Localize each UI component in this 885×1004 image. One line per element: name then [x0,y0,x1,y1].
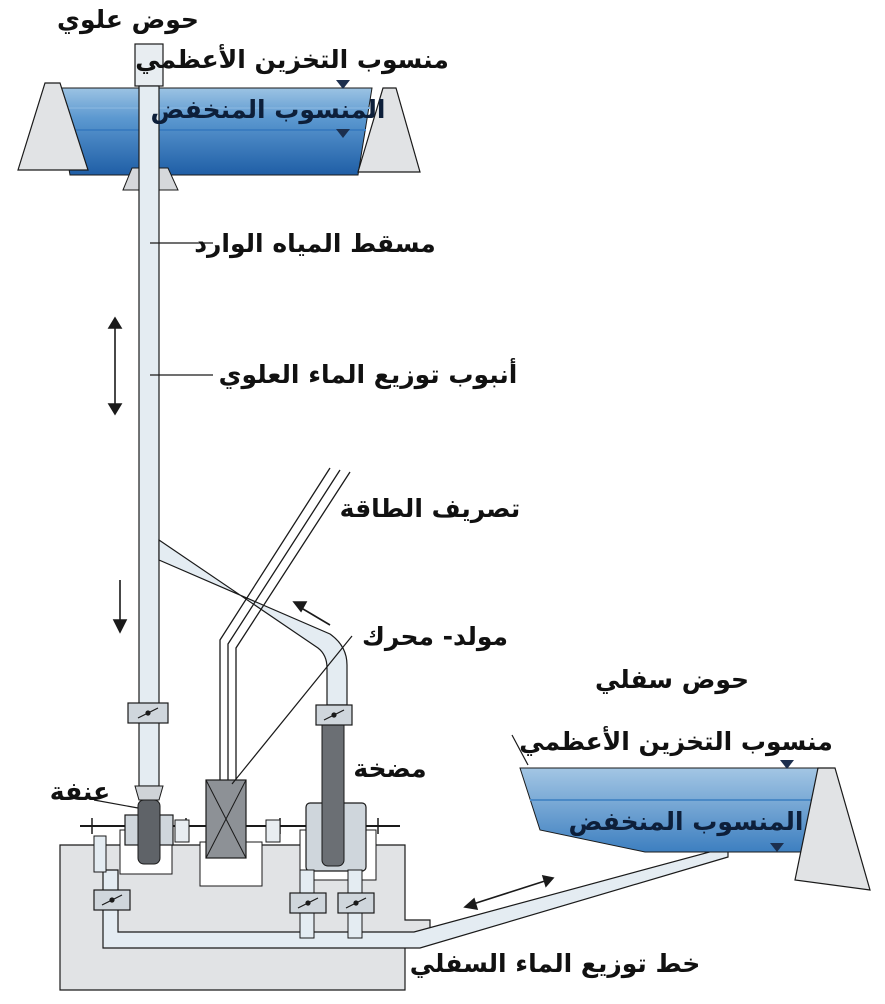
lower-basin [511,734,871,891]
label-motor-generator: مولد- محرك [362,622,508,652]
turbine-rotor [137,799,161,865]
label-upper-low-level: المنسوب المنخفض [151,95,386,125]
valve-penstock [127,702,169,724]
power-house [59,717,729,991]
label-pump: مضخة [353,754,426,783]
label-upper-max-level: منسوب التخزين الأعظمي [135,44,449,75]
pump-rod [321,717,345,867]
vertical-penstock [138,85,160,787]
intake-shaft [134,43,164,787]
lower-low-level-marker [770,843,784,852]
lower-dam [794,767,871,891]
label-lower-max-level: منسوب التخزين الأعظمي [519,726,833,757]
upper-dam-left [17,82,89,171]
label-power-discharge: تصريف الطاقة [340,494,521,524]
upper-dam-right [357,87,421,173]
valve-lower-left [93,889,131,911]
label-upper-basin: حوض علوي [57,5,199,35]
turbine-funnel [134,785,164,801]
label-lower-line: خط توزيع الماء السفلي [410,949,701,979]
leader-lines [93,242,353,809]
valve-pump-top [315,704,353,726]
upper-basin [17,80,421,191]
labels: حوض علوي منسوب التخزين الأعظمي المنسوب ا… [50,5,833,979]
label-intake-shaft: مسقط المياه الوارد [194,229,436,259]
lower-max-level-marker [780,760,794,769]
power-discharge-lines [219,467,351,780]
upper-low-level-marker [336,129,350,138]
label-valve: عنفة [50,777,110,806]
valves [93,702,375,914]
label-upper-penstock: أنبوب توزيع الماء العلوي [219,358,518,390]
flow-arrows [107,316,555,911]
label-lower-basin: حوض سفلي [595,665,749,695]
upper-max-level-marker [336,80,350,89]
valve-lower-mid [289,892,327,914]
label-lower-low-level: المنسوب المنخفض [569,807,804,837]
valve-lower-right [337,892,375,914]
lower-water [519,767,819,853]
